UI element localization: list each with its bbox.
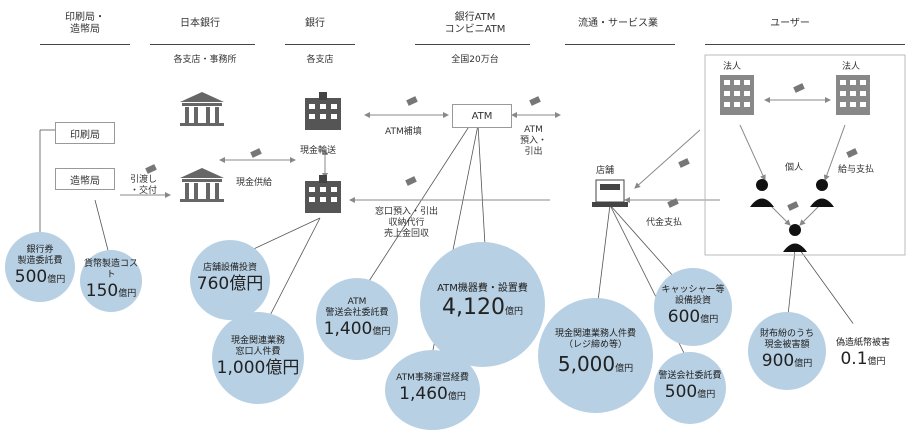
label-corp-left: 法人 — [723, 62, 742, 72]
cost-bubble: 現金関連業務人件費 （レジ締め等） 5,000億円 — [538, 298, 653, 413]
money-icons — [145, 83, 858, 211]
subheader-boj: 各支店・事務所 — [173, 55, 237, 65]
cost-title: ATM事務運営経費 — [396, 373, 469, 383]
cost-value: 500億円 — [664, 382, 716, 402]
header-boj: 日本銀行 — [180, 18, 220, 29]
cost-title: 現金関連業務人件費 （レジ締め等） — [554, 329, 636, 350]
cost-bubble: ATM 警送会社委託費 1,400億円 — [316, 278, 398, 360]
label-individual: 個人 — [785, 163, 804, 173]
cost-bubble: 財布紛のうち 現金被害額 900億円 — [748, 312, 826, 390]
label-withdraw-deliver: 引渡し ・交付 — [130, 175, 158, 196]
label-cash-supply: 現金供給 — [236, 178, 273, 188]
cost-value: 150億円 — [85, 280, 137, 301]
person-icons — [750, 179, 834, 252]
cost-bubble: 現金関連業務 窓口人件費 1,000億円 — [212, 312, 304, 404]
header-bank: 銀行 — [305, 18, 325, 29]
cost-title: 現金関連業務 窓口人件費 — [230, 335, 285, 357]
cost-bubble: 銀行券 製造委託費 500億円 — [5, 232, 75, 302]
header-line — [285, 44, 355, 45]
cost-value: 4,120億円 — [442, 295, 523, 320]
cost-value: 1,460億円 — [399, 384, 466, 404]
cost-value: 760億円 — [196, 274, 264, 294]
label-salary: 給与支払 — [838, 165, 875, 175]
flow-arrows — [120, 97, 846, 226]
label-store: 店舗 — [596, 166, 615, 176]
label-counter: 窓口預入・引出 収納代行 売上金回収 — [375, 207, 439, 239]
cost-value: 900億円 — [761, 350, 813, 371]
cost-title: 貨幣製造コスト — [83, 258, 138, 280]
mint-bureau-box: 造幣局 — [55, 168, 115, 190]
subheader-atm: 全国20万台 — [451, 55, 499, 65]
cost-title: 財布紛のうち 現金被害額 — [759, 328, 814, 350]
cost-value: 500億円 — [14, 266, 66, 287]
cost-bubble: 店舗設備投資 760億円 — [190, 240, 270, 320]
cost-title: 警送会社委託費 — [658, 371, 722, 381]
label-corp-right: 法人 — [842, 62, 861, 72]
subheader-bank: 各支店 — [306, 55, 334, 65]
label-cash-transport: 現金輸送 — [300, 146, 337, 156]
boj-building-icons — [180, 92, 224, 202]
header-line — [415, 44, 530, 45]
cost-bubble: 偽造紙幣被害 0.1億円 — [830, 322, 896, 388]
cost-title: ATM機器費・設置費 — [437, 283, 528, 294]
header-printing: 印刷局・ 造幣局 — [65, 12, 105, 35]
label-atm-deposit-withdraw: ATM 預入・ 引出 — [520, 125, 548, 157]
cost-title: 偽造紙幣被害 — [835, 338, 890, 348]
header-line — [705, 44, 905, 45]
cost-bubble: ATM機器費・設置費 4,120億円 — [420, 242, 545, 367]
cost-value: 0.1億円 — [840, 349, 886, 369]
header-retail: 流通・サービス業 — [578, 18, 658, 29]
cost-value: 5,000億円 — [557, 352, 634, 376]
cost-bubble: ATM事務運営経費 1,460億円 — [385, 350, 480, 430]
cost-title: 銀行券 製造委託費 — [17, 244, 63, 266]
cost-bubble: 貨幣製造コスト 150億円 — [80, 250, 142, 312]
cost-title: 店舗設備投資 — [202, 263, 257, 273]
cost-bubble: 警送会社委託費 500億円 — [654, 352, 726, 424]
cost-value: 1,000億円 — [216, 357, 300, 378]
header-user: ユーザー — [770, 18, 810, 29]
header-atm: 銀行ATM コンビニATM — [444, 12, 506, 35]
label-payment: 代金支払 — [646, 218, 683, 228]
atm-box: ATM — [452, 104, 512, 128]
printing-bureau-box: 印刷局 — [55, 122, 115, 144]
cost-value: 600億円 — [667, 306, 719, 327]
cash-register-icon — [592, 179, 628, 207]
corporate-building-icons — [720, 75, 870, 115]
label-atm-refill: ATM補填 — [385, 127, 422, 137]
header-line — [565, 44, 675, 45]
cost-title: ATM 警送会社委託費 — [325, 296, 389, 318]
bank-building-icons — [305, 92, 341, 213]
header-line — [150, 44, 255, 45]
cost-value: 1,400億円 — [323, 318, 391, 339]
cost-title: キャッシャー等 設備投資 — [661, 284, 725, 306]
cost-bubble: キャッシャー等 設備投資 600億円 — [654, 268, 732, 346]
header-line — [40, 44, 130, 45]
